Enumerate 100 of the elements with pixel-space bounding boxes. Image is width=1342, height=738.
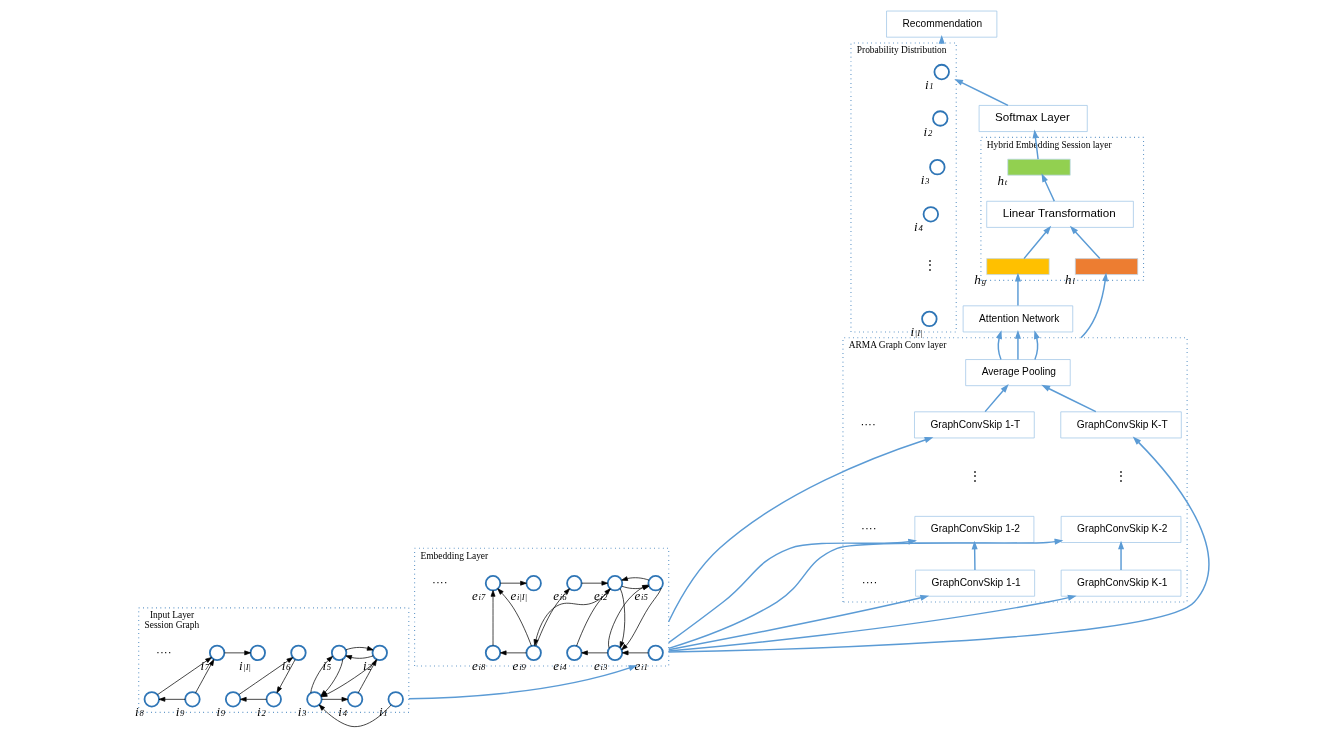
node-circle (929, 158, 946, 176)
node-circle (224, 691, 242, 708)
node-circle (371, 644, 388, 662)
arrow (318, 704, 392, 727)
node-circle (387, 691, 404, 708)
node-circle (525, 644, 542, 662)
node-label: i1 (925, 77, 934, 93)
node-label: i2 (923, 123, 933, 139)
node-circle (647, 644, 664, 662)
node-circle (484, 575, 502, 592)
label: ⋮ (1115, 468, 1128, 482)
node-label: ht (997, 172, 1008, 188)
node-circle (184, 691, 201, 708)
node-box: GraphConvSkip 1-2 (914, 516, 1035, 543)
arrow (621, 650, 649, 656)
node-box: GraphConvSkip K-T (1060, 411, 1182, 439)
arrow (668, 437, 934, 623)
node-label: ei6 (553, 588, 567, 604)
node-circle (922, 206, 939, 223)
label: ···· (861, 521, 877, 535)
arrow (1034, 330, 1040, 361)
arrow (668, 436, 1210, 653)
arrow (157, 657, 212, 695)
node-box: GraphConvSkip K-2 (1060, 516, 1182, 543)
node-circle (932, 110, 949, 127)
node-box: GraphConvSkip 1-T (914, 411, 1035, 439)
label: ⋮ (968, 468, 981, 482)
node-label: i3 (920, 172, 930, 188)
arrow (345, 645, 374, 651)
node-circle (265, 691, 282, 708)
arrow (668, 538, 917, 644)
arrow (224, 650, 251, 656)
node-label: i5 (322, 657, 332, 673)
node-bar (986, 258, 1050, 275)
arrow (668, 594, 1077, 652)
arrow (195, 659, 215, 694)
arrow (1069, 225, 1101, 260)
arrow (499, 580, 527, 586)
node-label: ei|I| (510, 588, 528, 604)
arrow (1023, 225, 1052, 260)
node-circle (208, 644, 226, 662)
node-box: GraphConvSkip K-1 (1060, 569, 1182, 597)
arrow (158, 696, 186, 702)
arrow (1118, 540, 1125, 571)
label: ⋮ (924, 258, 937, 272)
label: ···· (861, 574, 878, 588)
node-circle (346, 691, 364, 708)
arrow (490, 590, 496, 646)
label: ···· (860, 416, 876, 430)
node-bar (1074, 258, 1139, 275)
node-box: Attention Network (962, 305, 1074, 333)
node-circle (933, 63, 950, 81)
arrow (621, 587, 662, 651)
arrow (576, 588, 611, 647)
arrow (238, 657, 294, 695)
arrow (954, 78, 1009, 107)
node-box: Linear Transformation (986, 200, 1134, 228)
arrow (581, 650, 609, 656)
node-box: Softmax Layer (978, 105, 1088, 132)
arrow (345, 655, 374, 660)
arrow (621, 576, 650, 581)
node-label: i4 (914, 219, 923, 235)
arrow (321, 696, 349, 702)
arrow (499, 650, 527, 656)
node-circle (290, 644, 307, 662)
node-circle (143, 691, 160, 708)
node-circle (606, 644, 624, 662)
arrow (996, 330, 1002, 361)
arrow (408, 665, 638, 700)
node-circle (249, 644, 266, 662)
node-circle (330, 644, 348, 662)
arrow (240, 696, 267, 702)
node-circle (921, 310, 938, 328)
arrow (619, 588, 626, 649)
label: ···· (432, 574, 448, 588)
arrow (276, 659, 296, 694)
node-box: Recommendation (886, 10, 998, 38)
node-box: Average Pooling (965, 359, 1071, 387)
node-label: ei5 (634, 588, 648, 604)
arrow (984, 384, 1009, 413)
node-bar (1007, 158, 1071, 176)
arrow (497, 588, 532, 647)
arrow (310, 656, 333, 694)
node-circle (647, 575, 664, 592)
node-box: GraphConvSkip 1-1 (915, 569, 1035, 597)
arrow (533, 588, 611, 646)
node-label: i2 (363, 657, 372, 673)
node-label: ei7 (471, 588, 486, 604)
arrow (1041, 384, 1097, 413)
node-circle (484, 644, 502, 662)
arrow (668, 594, 930, 651)
node-circle (566, 644, 583, 662)
node-circle (306, 691, 323, 708)
node-circle (525, 575, 542, 592)
arrow (1014, 272, 1021, 307)
arrow (1041, 173, 1056, 202)
label: ···· (156, 644, 172, 658)
node-label: i6 (281, 657, 291, 673)
arrow (1014, 330, 1021, 361)
node-circle (606, 575, 624, 592)
